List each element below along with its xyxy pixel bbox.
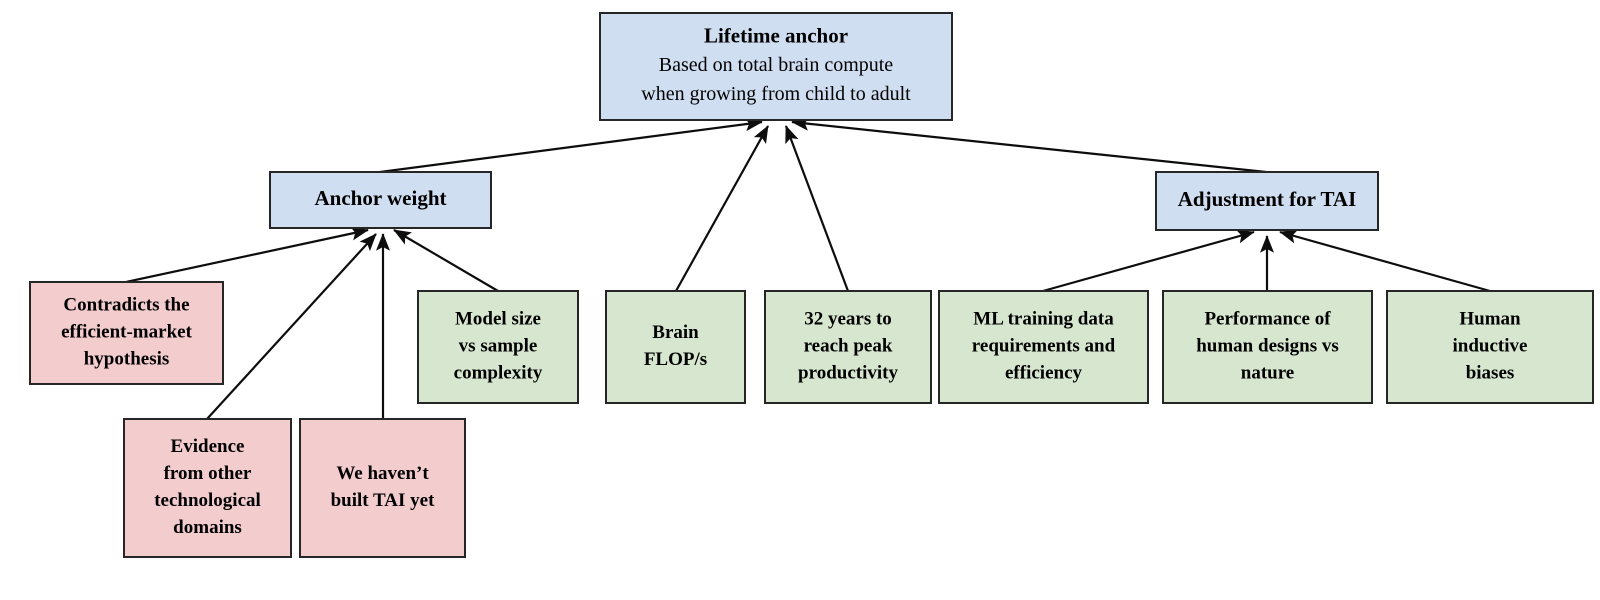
node-label-contradicts-efficient-market-line-0: Contradicts the [63,294,189,315]
node-box-adjustment-for-tai [1155,171,1379,231]
edges-layer [125,116,1491,420]
node-32-years-peak-productivity[interactable]: 32 years to reach peak productivity [764,290,932,404]
edge-contradicts-to-anchor-weight [125,226,369,284]
node-label-ml-training-data-requirements-line-0: ML training data [973,308,1114,329]
node-label-human-inductive-biases-line-0: Human [1459,308,1521,329]
node-label-evidence-other-domains-line-1: from other [164,463,252,484]
node-box-lifetime-anchor [599,12,953,121]
node-label-human-inductive-biases-line-1: inductive [1453,335,1528,356]
node-box-anchor-weight [269,171,492,229]
edge-ml-training-to-adjustment [1042,229,1255,293]
node-label-lifetime-anchor-line-2: when growing from child to adult [641,83,911,105]
node-box-human-inductive-biases [1386,290,1594,404]
node-adjustment-for-tai[interactable]: Adjustment for TAI [1155,171,1379,231]
node-label-model-size-vs-sample-complexity-line-1: vs sample [459,335,538,356]
node-label-evidence-other-domains-line-3: domains [173,517,242,538]
node-ml-training-data-requirements[interactable]: ML training data requirements and efficien… [938,290,1149,404]
node-label-contradicts-efficient-market-line-2: hypothesis [84,348,170,369]
node-label-human-inductive-biases-line-2: biases [1466,362,1515,383]
node-label-ml-training-data-requirements-line-2: efficiency [1005,362,1083,383]
node-label-model-size-vs-sample-complexity-line-2: complexity [454,362,543,383]
node-box-ml-training-data-requirements [938,290,1149,404]
edge-brain-flops-to-root [675,125,769,292]
node-box-human-designs-vs-nature [1162,290,1373,404]
node-label-human-designs-vs-nature-line-2: nature [1241,362,1294,383]
node-label-32-years-peak-productivity-line-2: productivity [798,362,898,383]
node-human-designs-vs-nature[interactable]: Performance of human designs vs nature [1162,290,1373,404]
node-label-ml-training-data-requirements-line-1: requirements and [972,335,1116,356]
node-label-brain-flops-line-0: Brain [652,322,699,343]
edge-model-size-to-anchor-weight [393,229,499,292]
node-label-havent-built-tai-line-1: built TAI yet [331,490,435,511]
node-label-model-size-vs-sample-complexity-line-0: Model size [455,308,541,329]
node-label-human-designs-vs-nature-line-1: human designs vs [1196,335,1339,356]
node-evidence-other-domains[interactable]: Evidence from other technological domains [123,418,292,558]
node-label-anchor-weight-line-0: Anchor weight [314,186,446,210]
node-label-evidence-other-domains-line-2: technological [154,490,261,511]
node-label-evidence-other-domains-line-0: Evidence [171,436,245,457]
edge-adjustment-to-root [791,116,1267,174]
edge-evidence-to-anchor-weight [206,233,377,420]
node-model-size-vs-sample-complexity[interactable]: Model size vs sample complexity [417,290,579,404]
node-box-model-size-vs-sample-complexity [417,290,579,404]
node-human-inductive-biases[interactable]: Human inductive biases [1386,290,1594,404]
node-label-havent-built-tai-line-0: We haven’t [336,463,429,484]
node-havent-built-tai[interactable]: We haven’t built TAI yet [299,418,466,558]
node-box-havent-built-tai [299,418,466,558]
node-label-32-years-peak-productivity-line-1: reach peak [804,335,893,356]
node-label-human-designs-vs-nature-line-0: Performance of [1204,308,1331,329]
node-anchor-weight[interactable]: Anchor weight [269,171,492,229]
node-label-lifetime-anchor-line-1: Based on total brain compute [659,54,894,76]
node-box-32-years-peak-productivity [764,290,932,404]
node-label-32-years-peak-productivity-line-0: 32 years to [804,308,892,329]
node-contradicts-efficient-market[interactable]: Contradicts the efficient-market hypothesi… [29,281,224,385]
node-label-adjustment-for-tai-line-0: Adjustment for TAI [1178,187,1357,211]
node-label-brain-flops-line-1: FLOP/s [644,349,707,370]
edge-inductive-biases-to-adjustment [1279,229,1491,293]
edge-32-years-to-root [784,125,850,292]
node-box-contradicts-efficient-market [29,281,224,385]
edge-anchor-weight-to-root [379,117,763,174]
node-box-brain-flops [605,290,746,404]
node-label-lifetime-anchor-line-0: Lifetime anchor [704,23,848,47]
node-label-contradicts-efficient-market-line-1: efficient-market [61,321,192,342]
node-box-evidence-other-domains [123,418,292,558]
